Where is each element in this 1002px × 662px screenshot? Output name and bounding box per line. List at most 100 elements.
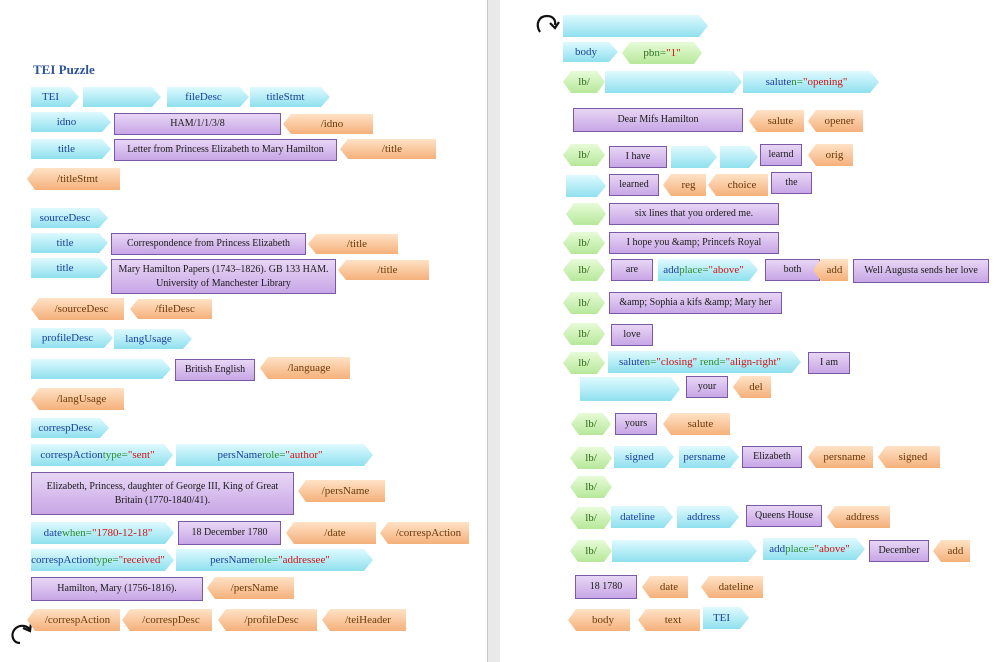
close-tag-piece-r64[interactable]: body [568,609,630,631]
text-piece-r20[interactable]: the [771,172,812,194]
close-tag-piece-l11[interactable]: /titleStmt [27,168,120,190]
open-tag-piece-l16[interactable]: title [31,258,108,278]
text-piece-r7[interactable]: Dear Mifs Hamilton [573,108,743,132]
open-tag-piece-l21[interactable]: profileDesc [31,328,113,348]
close-tag-piece-r19[interactable]: choice [708,174,768,196]
empty-tag-piece-r35[interactable]: lb/ [563,352,605,374]
close-tag-piece-r63[interactable]: dateline [701,576,763,598]
text-piece-r26[interactable]: are [611,259,653,281]
close-tag-piece-l7[interactable]: /idno [283,114,373,134]
close-tag-piece-l15[interactable]: /title [308,234,398,254]
empty-tag-piece-r51[interactable]: lb/ [570,507,612,529]
close-tag-piece-l10[interactable]: /title [340,139,436,159]
open-tag-piece-l27[interactable]: correspDesc [31,418,109,438]
close-tag-piece-l31[interactable]: /persName [298,480,385,502]
open-tag-piece-l28[interactable]: correspAction type="sent" [31,444,173,466]
close-tag-piece-r49[interactable]: signed [878,446,940,468]
empty-tag-piece-r21[interactable] [566,203,606,225]
close-tag-piece-r9[interactable]: opener [808,110,863,132]
close-tag-piece-r40[interactable]: del [733,376,771,398]
close-tag-piece-l25[interactable]: /language [260,357,350,379]
open-tag-piece-r57[interactable] [612,540,757,562]
close-tag-piece-l39[interactable]: /persName [207,577,294,599]
open-tag-piece-r66[interactable]: TEI [703,607,749,629]
close-tag-piece-r15[interactable]: orig [808,144,853,166]
open-tag-piece-l4[interactable]: titleStmt [250,87,330,107]
text-piece-r47[interactable]: Elizabeth [742,446,802,468]
text-piece-l14[interactable]: Correspondence from Princess Elizabeth [111,233,306,255]
open-tag-piece-l32[interactable]: date when="1780-12-18" [31,522,174,544]
close-tag-piece-r55[interactable]: address [827,506,890,528]
rotate-arrow-icon-bottom[interactable] [8,620,36,646]
text-piece-r59[interactable]: December [869,540,929,562]
empty-tag-piece-r31[interactable]: lb/ [563,292,605,314]
close-tag-piece-r60[interactable]: add [933,540,970,562]
open-tag-piece-r1[interactable] [563,15,708,37]
open-tag-piece-r38[interactable] [580,377,680,401]
open-tag-piece-r6[interactable]: salute n="opening" [743,71,879,93]
text-piece-r39[interactable]: your [686,376,728,398]
text-piece-r30[interactable]: Well Augusta sends her love [853,259,989,283]
close-tag-piece-l43[interactable]: /teiHeader [322,609,406,631]
close-tag-piece-l35[interactable]: /correspAction [380,522,469,544]
text-piece-l6[interactable]: HAM/1/1/3/8 [114,113,281,135]
close-tag-piece-l41[interactable]: /correspDesc [122,609,212,631]
empty-tag-piece-r50[interactable]: lb/ [570,476,612,498]
empty-tag-piece-r4[interactable]: lb/ [563,71,605,93]
text-piece-r17[interactable]: learned [609,174,659,196]
empty-tag-piece-r10[interactable]: lb/ [563,144,605,166]
open-tag-piece-r13[interactable] [720,146,758,168]
close-tag-piece-r48[interactable]: persname [808,446,873,468]
open-tag-piece-r5[interactable] [605,71,742,93]
open-tag-piece-r45[interactable]: signed [614,446,674,468]
close-tag-piece-r8[interactable]: salute [749,110,804,132]
empty-tag-piece-r3[interactable]: pb n="1" [622,42,702,64]
text-piece-l9[interactable]: Letter from Princess Elizabeth to Mary H… [114,139,337,161]
open-tag-piece-l22[interactable]: langUsage [114,329,192,349]
close-tag-piece-r43[interactable]: salute [663,413,730,435]
close-tag-piece-l26[interactable]: /langUsage [31,388,124,410]
open-tag-piece-l1[interactable]: TEI [31,87,79,107]
text-piece-r22[interactable]: six lines that you ordered me. [609,203,779,225]
open-tag-piece-l8[interactable]: title [31,139,111,159]
text-piece-l30[interactable]: Elizabeth, Princess, daughter of George … [31,472,294,515]
close-tag-piece-l40[interactable]: /correspAction [27,609,120,631]
text-piece-r11[interactable]: I have [609,146,667,168]
text-piece-r32[interactable]: &amp; Sophia a kifs &amp; Mary her [609,292,782,314]
text-piece-r14[interactable]: learnd [760,144,802,166]
open-tag-piece-r27[interactable]: add place="above" [658,259,758,281]
empty-tag-piece-r23[interactable]: lb/ [563,232,605,254]
open-tag-piece-l36[interactable]: correspAction type="received" [31,549,174,571]
empty-tag-piece-r41[interactable]: lb/ [571,413,611,435]
open-tag-piece-r46[interactable]: persname [679,446,739,468]
open-tag-piece-r58[interactable]: add place="above" [763,538,865,560]
close-tag-piece-r29[interactable]: add [813,259,848,281]
open-tag-piece-r36[interactable]: salute n="closing" rend="align-right" [608,351,801,373]
text-piece-l24[interactable]: British English [175,359,255,381]
close-tag-piece-l20[interactable]: /fileDesc [130,299,212,319]
close-tag-piece-r62[interactable]: date [642,576,688,598]
text-piece-r61[interactable]: 18 1780 [575,575,637,599]
empty-tag-piece-r44[interactable]: lb/ [570,447,612,469]
open-tag-piece-l23[interactable] [31,359,171,379]
open-tag-piece-l3[interactable]: fileDesc [167,87,249,107]
text-piece-r28[interactable]: both [765,259,820,281]
open-tag-piece-l13[interactable]: title [31,233,108,253]
open-tag-piece-r52[interactable]: dateline [611,506,673,528]
open-tag-piece-r12[interactable] [671,146,717,168]
text-piece-l17[interactable]: Mary Hamilton Papers (1743–1826). GB 133… [111,259,336,294]
text-piece-r42[interactable]: yours [615,413,657,435]
open-tag-piece-l12[interactable]: sourceDesc [31,208,108,228]
text-piece-r24[interactable]: I hope you &amp; Princefs Royal [609,232,779,254]
text-piece-r54[interactable]: Queens House [746,505,822,527]
close-tag-piece-l19[interactable]: /sourceDesc [31,298,124,320]
rotate-arrow-icon[interactable] [534,12,562,36]
text-piece-r34[interactable]: love [611,324,653,346]
open-tag-piece-l2[interactable] [83,87,161,107]
text-piece-l38[interactable]: Hamilton, Mary (1756-1816). [31,577,203,601]
empty-tag-piece-r56[interactable]: lb/ [570,540,612,562]
text-piece-l33[interactable]: 18 December 1780 [178,521,281,545]
close-tag-piece-l34[interactable]: /date [286,522,376,544]
open-tag-piece-r53[interactable]: address [677,506,739,528]
empty-tag-piece-r33[interactable]: lb/ [563,323,605,345]
